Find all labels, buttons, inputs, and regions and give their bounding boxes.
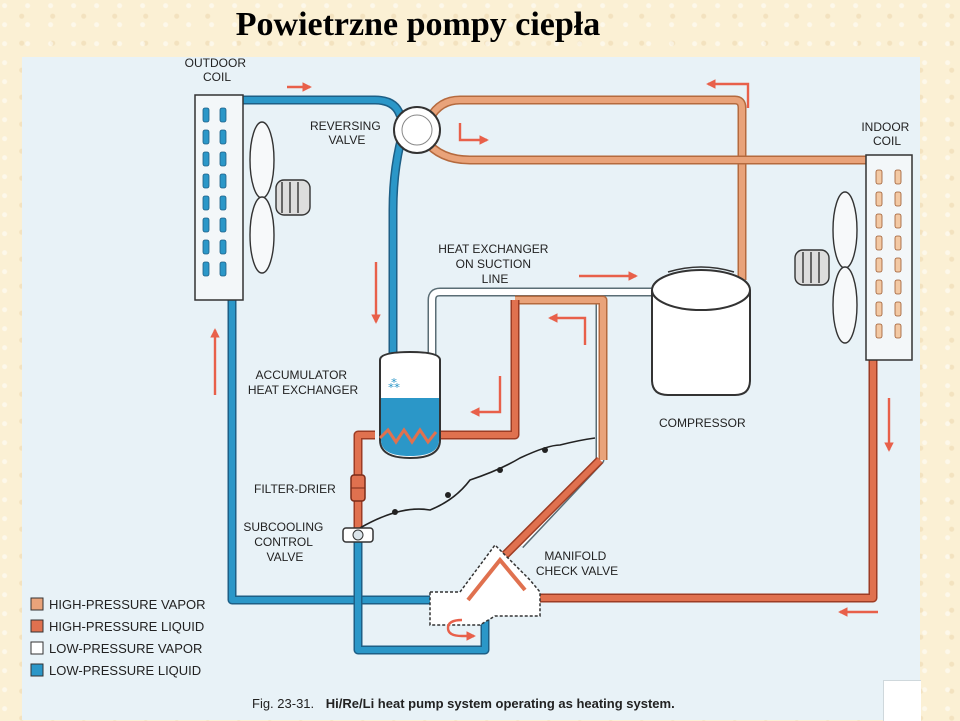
corner-box (883, 680, 921, 721)
outdoor-fan-icon (249, 121, 311, 274)
legend-swatch-lp-liquid (30, 663, 44, 677)
label-outdoor-coil: OUTDOOR COIL (185, 56, 250, 84)
label-accumulator: ACCUMULATOR HEAT EXCHANGER (248, 368, 359, 397)
svg-text:HIGH-PRESSURE VAPOR: HIGH-PRESSURE VAPOR (49, 597, 206, 612)
capillary-line (359, 437, 596, 529)
subcooling-control-valve (342, 527, 374, 543)
legend-swatch-hp-liquid (30, 619, 44, 633)
manifold-check-valve (429, 543, 541, 626)
label-filter-drier: FILTER-DRIER (254, 482, 336, 496)
label-compressor: COMPRESSOR (659, 416, 746, 430)
svg-text:LOW-PRESSURE VAPOR: LOW-PRESSURE VAPOR (49, 641, 202, 656)
outdoor-coil (194, 94, 244, 301)
label-indoor-coil: INDOOR COIL (861, 120, 912, 148)
svg-text:⁂: ⁂ (388, 377, 400, 391)
figure-caption: Fig. 23-31. Hi/Re/Li heat pump system op… (252, 696, 675, 711)
indoor-coil (865, 154, 913, 361)
caption-text: Hi/Re/Li heat pump system operating as h… (326, 696, 675, 711)
svg-text:HIGH-PRESSURE LIQUID: HIGH-PRESSURE LIQUID (49, 619, 204, 634)
capillary-clips (392, 447, 548, 515)
label-reversing-valve: REVERSING VALVE (310, 119, 384, 147)
flow-arrow (706, 79, 750, 108)
filter-drier (350, 474, 366, 502)
legend-item: HIGH-PRESSURE VAPOR (30, 597, 206, 612)
legend-swatch-lp-vapor (30, 641, 44, 655)
flow-arrow (446, 618, 476, 641)
low-pressure-vapor-lines (401, 287, 655, 549)
reversing-valve (393, 106, 441, 154)
high-pressure-liquid-lines (353, 300, 878, 603)
flow-arrow (470, 376, 502, 417)
flow-arrow (548, 313, 587, 345)
indoor-fan-icon (794, 191, 858, 344)
legend-item: HIGH-PRESSURE LIQUID (30, 619, 204, 634)
slide-title: Powietrzne pompy ciepła (235, 6, 601, 43)
flow-arrows (210, 79, 894, 641)
legend-item: LOW-PRESSURE LIQUID (30, 663, 201, 678)
legend: HIGH-PRESSURE VAPOR HIGH-PRESSURE LIQUID… (30, 597, 206, 678)
label-manifold: MANIFOLD CHECK VALVE (536, 549, 618, 578)
caption-fig-number: Fig. 23-31. (252, 696, 314, 711)
label-heat-exchanger: HEAT EXCHANGER ON SUCTION LINE (438, 242, 552, 286)
legend-item: LOW-PRESSURE VAPOR (30, 641, 202, 656)
label-subcooling: SUBCOOLING CONTROL VALVE (243, 520, 326, 564)
flow-arrow (458, 123, 489, 145)
high-pressure-vapor-lines (421, 95, 905, 460)
accumulator-heat-exchanger: ⁂ (378, 350, 441, 460)
compressor (651, 266, 751, 396)
svg-text:LOW-PRESSURE LIQUID: LOW-PRESSURE LIQUID (49, 663, 201, 678)
legend-swatch-hp-vapor (30, 597, 44, 611)
